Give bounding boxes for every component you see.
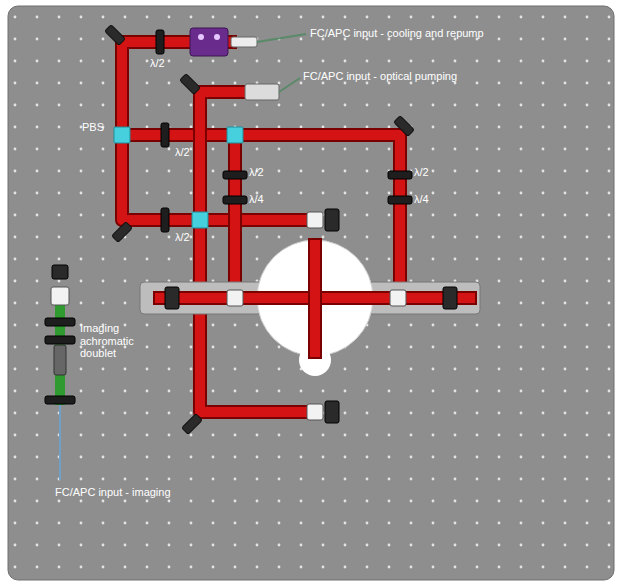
wave-plate — [156, 30, 164, 54]
retro-optic — [165, 287, 179, 309]
wave-plate — [223, 196, 247, 204]
imaging-beam — [55, 300, 65, 405]
wave-plate — [161, 208, 169, 232]
lens-mount — [45, 336, 75, 344]
part-label: λ/2 — [414, 166, 429, 179]
fiber — [257, 34, 306, 42]
vacuum-chamber — [140, 240, 480, 376]
mot-beams — [160, 245, 470, 352]
retro-optic — [325, 209, 339, 231]
fiber — [279, 78, 300, 92]
breadboard — [8, 6, 614, 580]
part-label: λ/2 — [150, 57, 165, 70]
mirror-mount — [180, 74, 201, 95]
screw — [198, 34, 204, 40]
part-label: λ/4 — [414, 193, 429, 206]
beam-edge — [228, 135, 242, 298]
fiber — [59, 405, 61, 480]
beam-collimator — [307, 404, 323, 420]
tube — [54, 345, 66, 375]
wave-plate — [161, 123, 169, 147]
cage-cube — [51, 287, 69, 305]
fiber-port-cluster — [190, 28, 228, 56]
beam-edge — [308, 245, 322, 352]
part-label: Imaging achromatic doublet — [80, 322, 158, 360]
pbs-cube — [114, 127, 130, 143]
part-label: λ/4 — [249, 193, 264, 206]
fiber-connector — [231, 37, 257, 47]
part-label: FC/APC input - cooling and repump — [310, 27, 484, 40]
lens-mount — [45, 396, 75, 404]
screw — [214, 34, 220, 40]
beam-collimator — [227, 290, 243, 306]
beam-collimator — [390, 290, 406, 306]
optical-parts — [45, 25, 457, 480]
wave-plate — [388, 196, 412, 204]
beam — [230, 135, 240, 298]
part-label: λ/2 — [175, 231, 190, 244]
mirror-mount — [394, 116, 415, 137]
beam — [310, 245, 320, 352]
beam-collimator — [307, 212, 323, 228]
laser-beams — [122, 42, 400, 412]
lens-mount — [45, 318, 75, 326]
part-label: λ/2 — [249, 166, 264, 179]
retro-optic — [325, 401, 339, 423]
wave-plate — [388, 171, 412, 179]
mirror-mount — [182, 414, 203, 435]
pbs-cube — [192, 212, 208, 228]
mirror-mount — [112, 222, 133, 243]
retro-optic — [443, 287, 457, 309]
fiber-collimator — [245, 84, 279, 100]
breadboard-holes — [8, 6, 614, 580]
part-label: FC/APC input - imaging — [55, 486, 171, 499]
part-label: FC/APC input - optical pumping — [303, 70, 457, 83]
pbs-cube — [227, 127, 243, 143]
camera-mount — [52, 265, 68, 279]
mirror-mount — [105, 25, 126, 46]
wave-plate — [223, 171, 247, 179]
part-label: λ/2 — [175, 146, 190, 159]
part-label: PBS — [82, 121, 104, 134]
